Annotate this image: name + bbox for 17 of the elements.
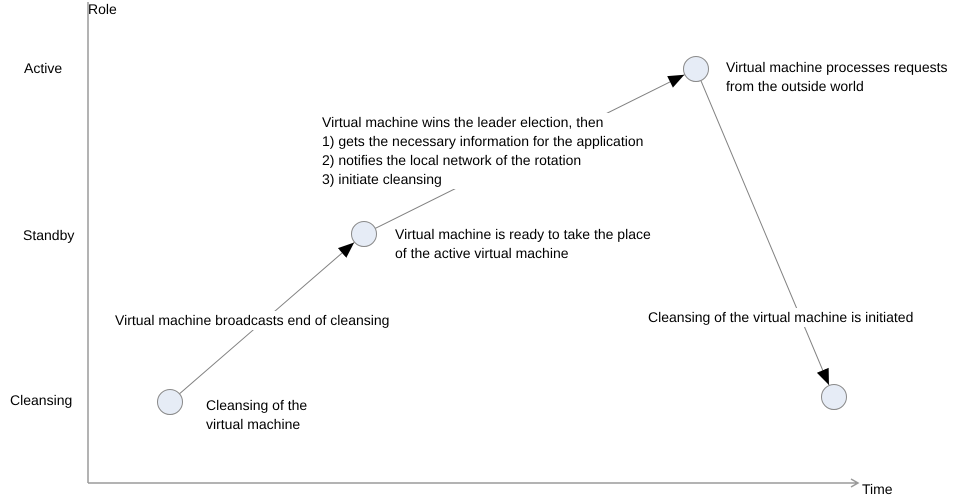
arrow bbox=[700, 80, 830, 386]
circle-node bbox=[821, 384, 847, 410]
edge-label: Virtual machine broadcasts end of cleansing bbox=[115, 311, 390, 330]
axis-title: Time bbox=[862, 480, 893, 497]
axis-title: Role bbox=[88, 0, 117, 19]
edge-label: Virtual machine wins the leader election, then 1) gets the necessary information for the application 2) notifies the local network of the rotation 3) initiate cleansing bbox=[322, 113, 644, 189]
state-description: Virtual machine processes requests from the outside world bbox=[726, 58, 949, 96]
state-description: Cleansing of the virtual machine bbox=[206, 396, 308, 434]
arrow bbox=[179, 242, 355, 394]
state-description: Virtual machine is ready to take the place of the active virtual machine bbox=[395, 225, 652, 263]
circle-node bbox=[157, 389, 183, 415]
axis-tick-label: Standby bbox=[23, 226, 74, 245]
axis-tick-label: Cleansing bbox=[10, 391, 72, 410]
circle-node bbox=[683, 56, 709, 82]
circle-node bbox=[351, 221, 377, 247]
axis-tick-label: Active bbox=[24, 59, 62, 78]
edge-label: Cleansing of the virtual machine is initiated bbox=[648, 308, 914, 327]
